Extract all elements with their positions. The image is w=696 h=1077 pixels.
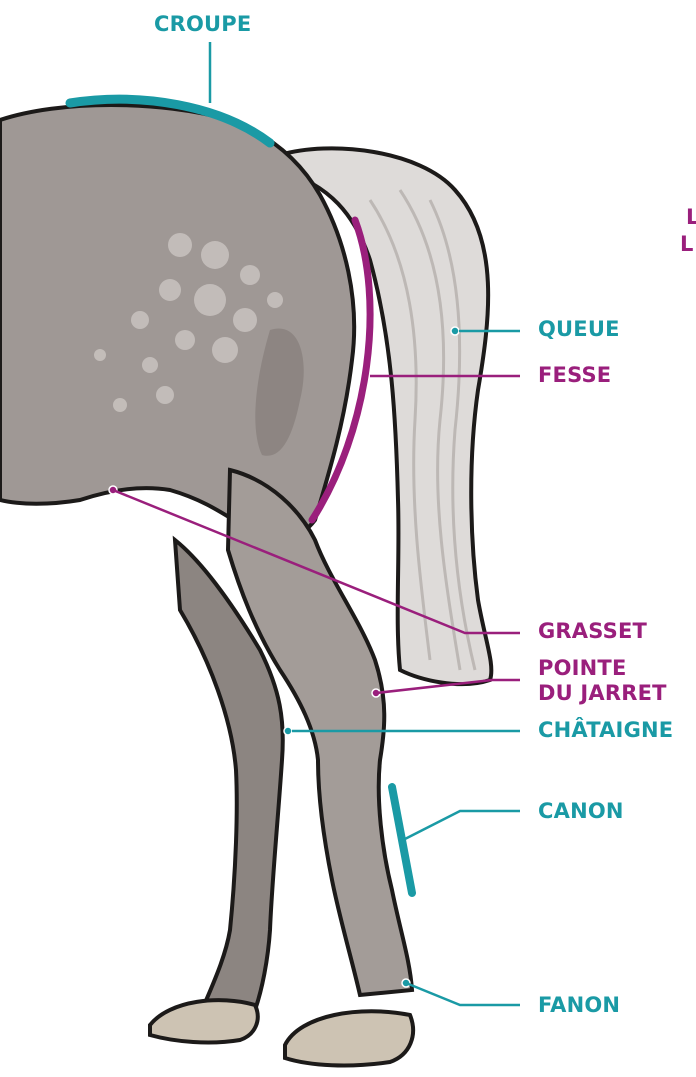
near-hoof — [285, 1011, 413, 1065]
canon-leader — [403, 811, 520, 840]
canon-marker — [392, 787, 412, 893]
label-pointe-jarret-line2: DU JARRET — [538, 681, 667, 706]
fanon-leader — [406, 983, 520, 1005]
label-fesse: FESSE — [538, 363, 611, 388]
far-hoof — [150, 1000, 258, 1042]
label-fanon: FANON — [538, 993, 620, 1018]
label-croupe: CROUPE — [154, 12, 251, 37]
label-canon: CANON — [538, 799, 624, 824]
chataigne-dot — [284, 727, 292, 735]
label-pointe-jarret-line1: POINTE — [538, 656, 627, 681]
label-queue: QUEUE — [538, 317, 620, 342]
hindquarters-body — [0, 105, 354, 539]
label-chataigne: CHÂTAIGNE — [538, 718, 673, 743]
cut-text-line2: L — [680, 232, 694, 257]
queue-dot — [451, 327, 459, 335]
label-grasset: GRASSET — [538, 619, 647, 644]
cut-text-line1: L — [686, 205, 696, 230]
